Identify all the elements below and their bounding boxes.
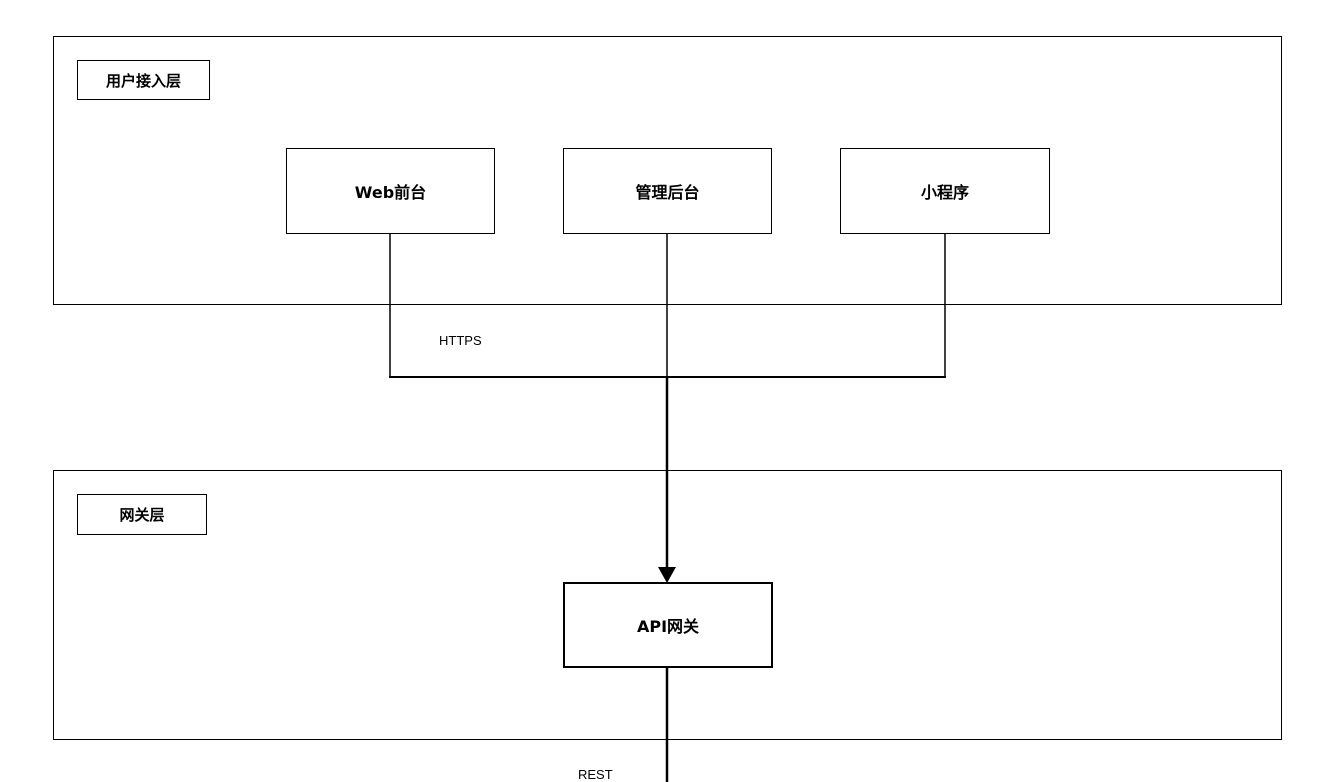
mini-program-node: 小程序 — [840, 148, 1050, 234]
api-gateway-node: API网关 — [563, 582, 773, 668]
web-frontend-node: Web前台 — [286, 148, 495, 234]
user-access-layer-title: 用户接入层 — [77, 60, 210, 100]
gateway-layer-title: 网关层 — [77, 494, 207, 535]
rest-edge-label: REST — [578, 767, 613, 782]
arrowhead-to-gateway — [658, 567, 676, 583]
https-edge-label: HTTPS — [439, 333, 482, 348]
admin-backend-node: 管理后台 — [563, 148, 772, 234]
